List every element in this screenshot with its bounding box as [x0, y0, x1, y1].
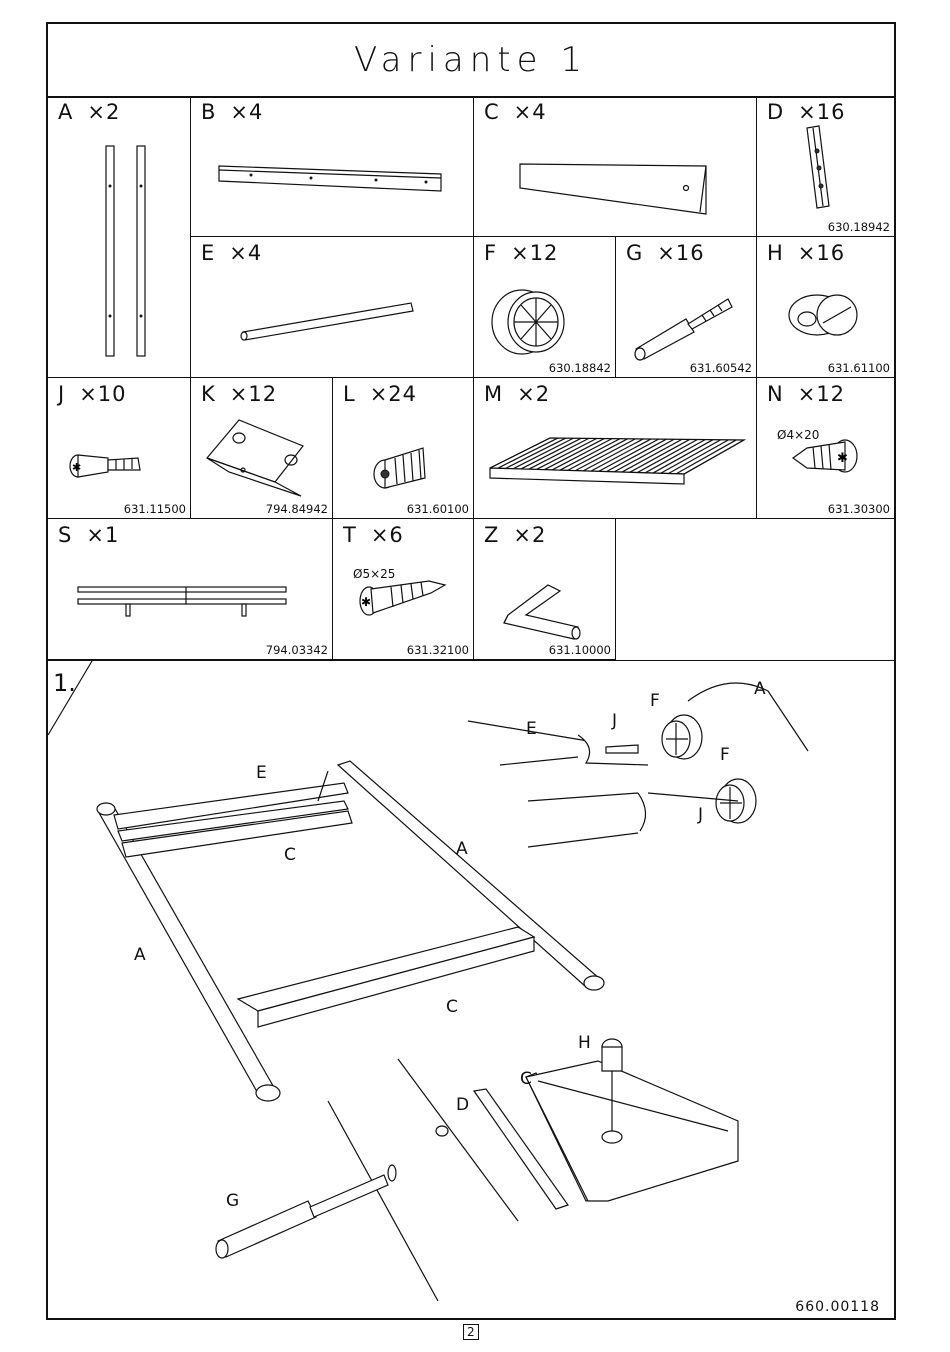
part-n-drawing: ✱ — [757, 378, 894, 519]
part-cell-l: L×24 631.60100 — [333, 378, 474, 519]
callout-e-frame: E — [256, 763, 267, 783]
part-cell-f: F×12 630.18842 — [474, 237, 616, 378]
part-code: 631.32100 — [407, 643, 469, 657]
callout-c-detail: C — [520, 1069, 532, 1089]
part-code: 631.61100 — [828, 361, 890, 375]
part-m-drawing — [474, 378, 757, 519]
instruction-sheet: Variante 1 A×2 B×4 C×4 D×16 — [46, 22, 896, 1320]
part-f-drawing — [474, 237, 616, 378]
part-cell-d: D×16 630.18942 — [757, 96, 894, 237]
callout-g-detail: G — [226, 1191, 239, 1211]
part-k-drawing — [191, 378, 333, 519]
part-d-drawing — [757, 96, 894, 237]
part-c-drawing — [474, 96, 757, 237]
part-t-drawing: ✱ — [333, 519, 474, 660]
part-j-drawing: ✱ — [48, 378, 191, 519]
part-l-drawing — [333, 378, 474, 519]
part-code: 631.60542 — [690, 361, 752, 375]
document-number: 660.00118 — [795, 1299, 880, 1315]
svg-text:✱: ✱ — [361, 595, 371, 609]
callout-c-frame: C — [284, 845, 296, 865]
part-b-drawing — [191, 96, 474, 237]
part-code: 631.30300 — [828, 502, 890, 516]
callout-a-detail: A — [754, 679, 766, 699]
part-s-drawing — [48, 519, 333, 660]
part-cell-b: B×4 — [191, 96, 474, 237]
callout-j-detail-2: J — [698, 805, 703, 825]
page-title: Variante 1 — [48, 24, 894, 98]
callout-a-frame-right: A — [456, 839, 468, 859]
part-code: 630.18842 — [549, 361, 611, 375]
part-code: 630.18942 — [828, 220, 890, 234]
part-cell-n: N×12 Ø4×20 ✱ 631.30300 — [757, 378, 894, 519]
assembly-drawing — [48, 661, 894, 1319]
part-z-drawing — [474, 519, 616, 660]
callout-f-detail: F — [650, 691, 660, 711]
callout-a-frame-left: A — [134, 945, 146, 965]
assembly-step-1: 1. — [48, 660, 894, 1319]
svg-text:✱: ✱ — [72, 461, 81, 474]
part-cell-h: H×16 631.61100 — [757, 237, 894, 378]
part-cell-c: C×4 — [474, 96, 757, 237]
part-cell-g: G×16 631.60542 — [616, 237, 757, 378]
part-cell-a: A×2 — [48, 96, 191, 378]
callout-d-detail: D — [456, 1095, 469, 1115]
part-code: 631.60100 — [407, 502, 469, 516]
part-h-drawing — [757, 237, 894, 378]
part-cell-j: J×10 ✱ 631.11500 — [48, 378, 191, 519]
part-cell-e: E×4 — [191, 237, 474, 378]
part-cell-k: K×12 794.84942 — [191, 378, 333, 519]
part-cell-z: Z×2 631.10000 — [474, 519, 616, 660]
part-cell-m: M×2 — [474, 378, 757, 519]
part-code: 631.11500 — [124, 502, 186, 516]
step-number: 1. — [53, 669, 76, 697]
part-code: 631.10000 — [549, 643, 611, 657]
part-code: 794.03342 — [266, 643, 328, 657]
part-cell-s: S×1 794.03342 — [48, 519, 333, 660]
callout-c-frame-2: C — [446, 997, 458, 1017]
part-g-drawing — [616, 237, 757, 378]
part-cell-t: T×6 Ø5×25 ✱ 631.32100 — [333, 519, 474, 660]
page-number: 2 — [463, 1324, 479, 1340]
callout-j-detail: J — [612, 711, 617, 731]
callout-f-detail-2: F — [720, 745, 730, 765]
callout-e-detail: E — [526, 719, 537, 739]
svg-text:✱: ✱ — [837, 451, 848, 466]
callout-h-detail: H — [578, 1033, 591, 1053]
part-e-drawing — [191, 237, 474, 378]
part-code: 794.84942 — [266, 502, 328, 516]
part-a-drawing — [48, 96, 191, 378]
